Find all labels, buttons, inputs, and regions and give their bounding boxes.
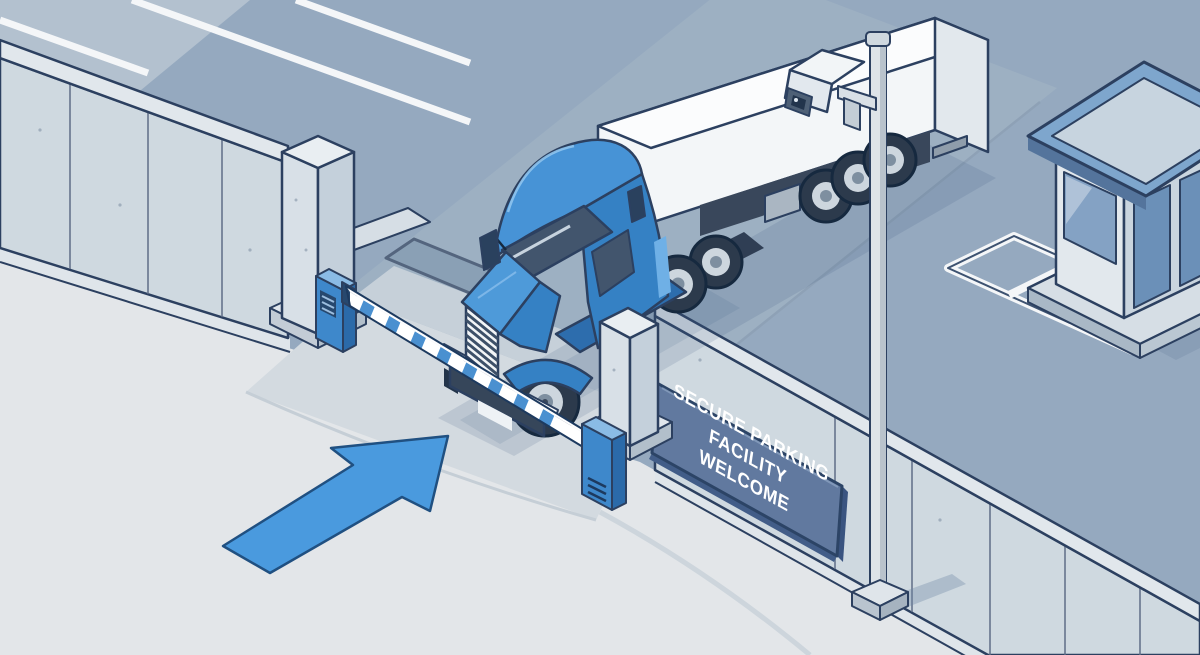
sign-bevel-right [837,486,848,562]
license-plate [478,400,512,431]
trailer-back [933,16,990,154]
parking-lines [0,0,472,126]
cab-rear-trim [654,236,671,298]
gate-post-right [581,416,627,511]
booth-window-front [1063,171,1117,265]
trailer-toolbox [764,183,801,223]
camera-pole [783,31,966,621]
front-fender [502,358,594,396]
camera-body-top [788,48,866,86]
post-vents [587,476,607,503]
cab-side-window [591,229,635,297]
outer-curb-curve [598,509,812,655]
gate-post-left [315,268,357,353]
guard-booth [1026,60,1200,360]
entry-apron [246,298,648,520]
wall-footing [0,248,290,352]
mirror-right [627,185,646,223]
barrier-arm [341,281,589,451]
camera-bracket-stub [843,97,861,131]
camera-lens-glint [794,98,798,102]
fairing-highlight [506,144,575,213]
post-side [611,432,627,511]
booth-base-side [1139,313,1200,359]
cctv-camera [783,48,877,131]
windshield-glare [511,224,571,260]
cab-fender-side [498,280,562,354]
pillar-face-left [280,150,320,336]
hood-crease [477,271,517,299]
perimeter-wall-left [0,38,291,353]
booth-roof-underside [1028,136,1146,210]
booth-roof-top [1051,77,1200,185]
pole-cap [865,31,891,47]
booth-window-side-2 [1179,169,1200,287]
pole-base-side [879,591,909,621]
post-top [581,416,627,441]
pillar-top [280,134,356,170]
booth-window-side-1 [1133,184,1171,309]
pillar-face-right [628,322,660,448]
trailer-underride-bar [932,135,968,159]
pillar-top [598,306,660,340]
sign-bevel-bottom [649,453,837,562]
mirror-left [479,229,501,271]
direction-arrow [221,434,450,575]
grille-slats [465,311,499,377]
camera-bracket-arm [837,85,877,111]
booth-window-highlight [1066,176,1092,224]
